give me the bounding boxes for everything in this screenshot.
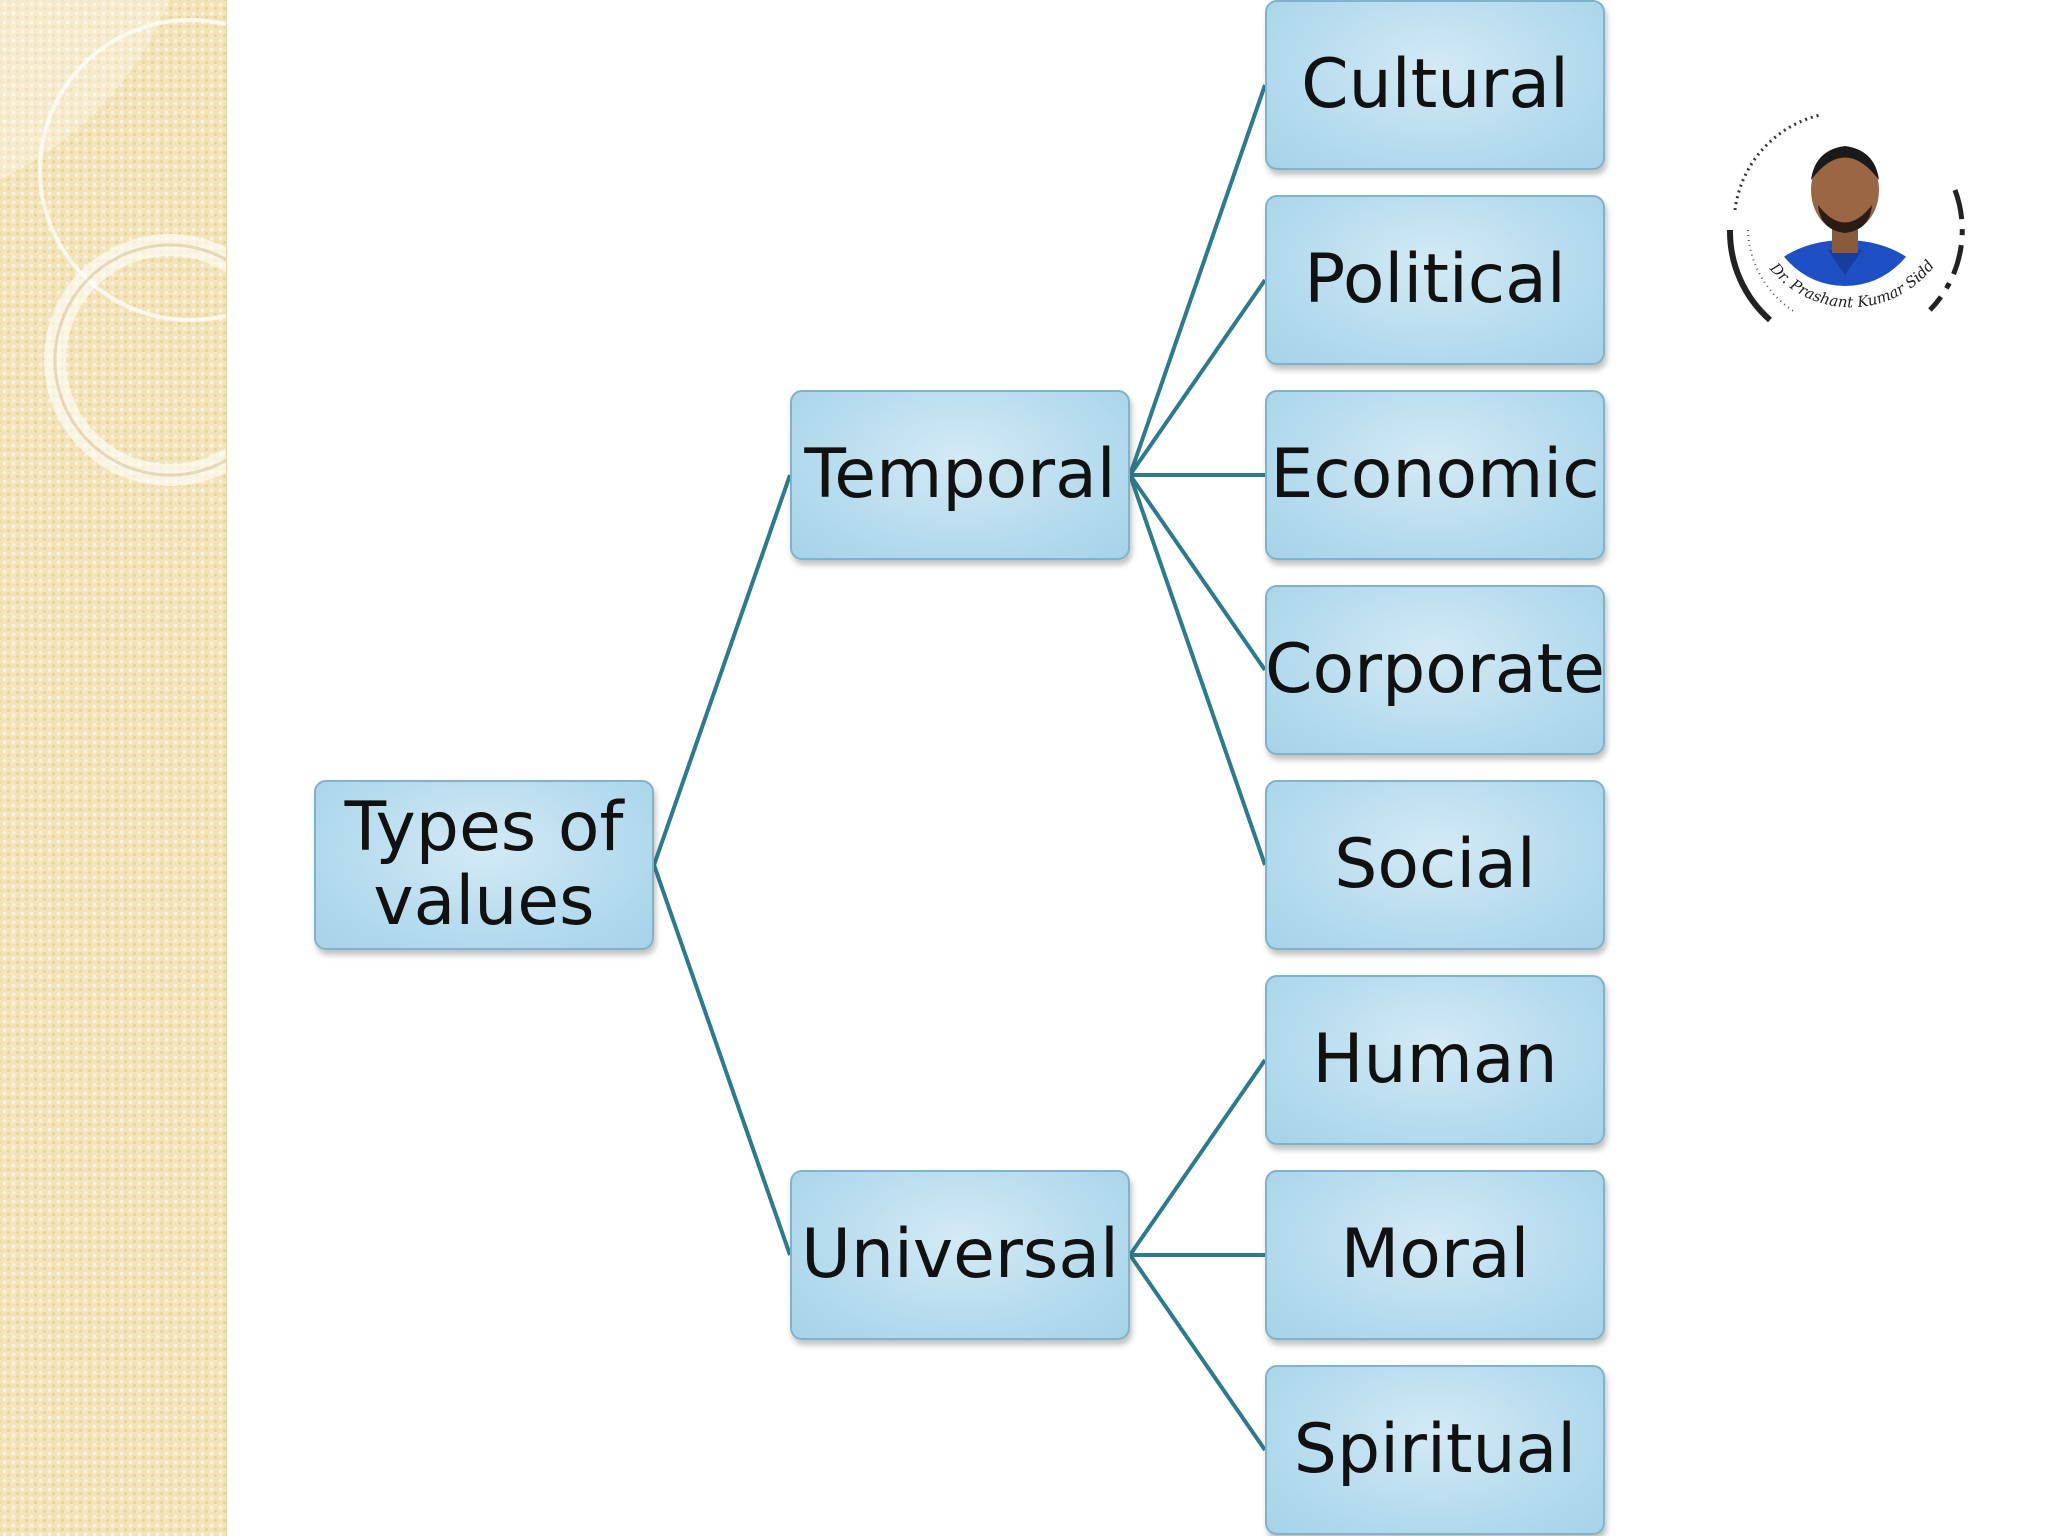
- node-moral: Moral: [1265, 1170, 1605, 1340]
- avatar: [1767, 130, 1923, 286]
- node-temporal: Temporal: [790, 390, 1130, 560]
- connector-universal-human: [1128, 1058, 1267, 1257]
- decorative-rings: [0, 0, 226, 486]
- node-root: Types of values: [314, 780, 654, 950]
- node-human: Human: [1265, 975, 1605, 1145]
- node-spiritual: Spiritual: [1265, 1365, 1605, 1535]
- node-human-label: Human: [1312, 1020, 1558, 1099]
- node-economic-label: Economic: [1270, 435, 1600, 514]
- connector-universal-spiritual: [1128, 1253, 1267, 1452]
- author-logo: Dr. Prashant Kumar Siddhey: [1700, 80, 1980, 360]
- node-social: Social: [1265, 780, 1605, 950]
- connector-root-temporal: [652, 474, 792, 866]
- connector-temporal-political: [1128, 278, 1267, 477]
- node-cultural-label: Cultural: [1301, 45, 1569, 124]
- connector-temporal-cultural: [1128, 84, 1267, 476]
- node-corporate-label: Corporate: [1265, 630, 1605, 709]
- node-root-label: Types of values: [344, 788, 624, 941]
- node-universal: Universal: [790, 1170, 1130, 1340]
- decorative-side-band: [0, 0, 227, 1536]
- connector-root-universal: [652, 864, 792, 1256]
- connector-temporal-corporate: [1128, 473, 1267, 672]
- node-universal-label: Universal: [801, 1215, 1119, 1294]
- node-spiritual-label: Spiritual: [1293, 1410, 1577, 1489]
- node-social-label: Social: [1334, 825, 1536, 904]
- connector-temporal-social: [1128, 474, 1267, 866]
- node-political-label: Political: [1304, 240, 1566, 319]
- node-corporate: Corporate: [1265, 585, 1605, 755]
- node-political: Political: [1265, 195, 1605, 365]
- node-temporal-label: Temporal: [804, 435, 1116, 514]
- node-cultural: Cultural: [1265, 0, 1605, 170]
- node-moral-label: Moral: [1340, 1215, 1530, 1294]
- node-economic: Economic: [1265, 390, 1605, 560]
